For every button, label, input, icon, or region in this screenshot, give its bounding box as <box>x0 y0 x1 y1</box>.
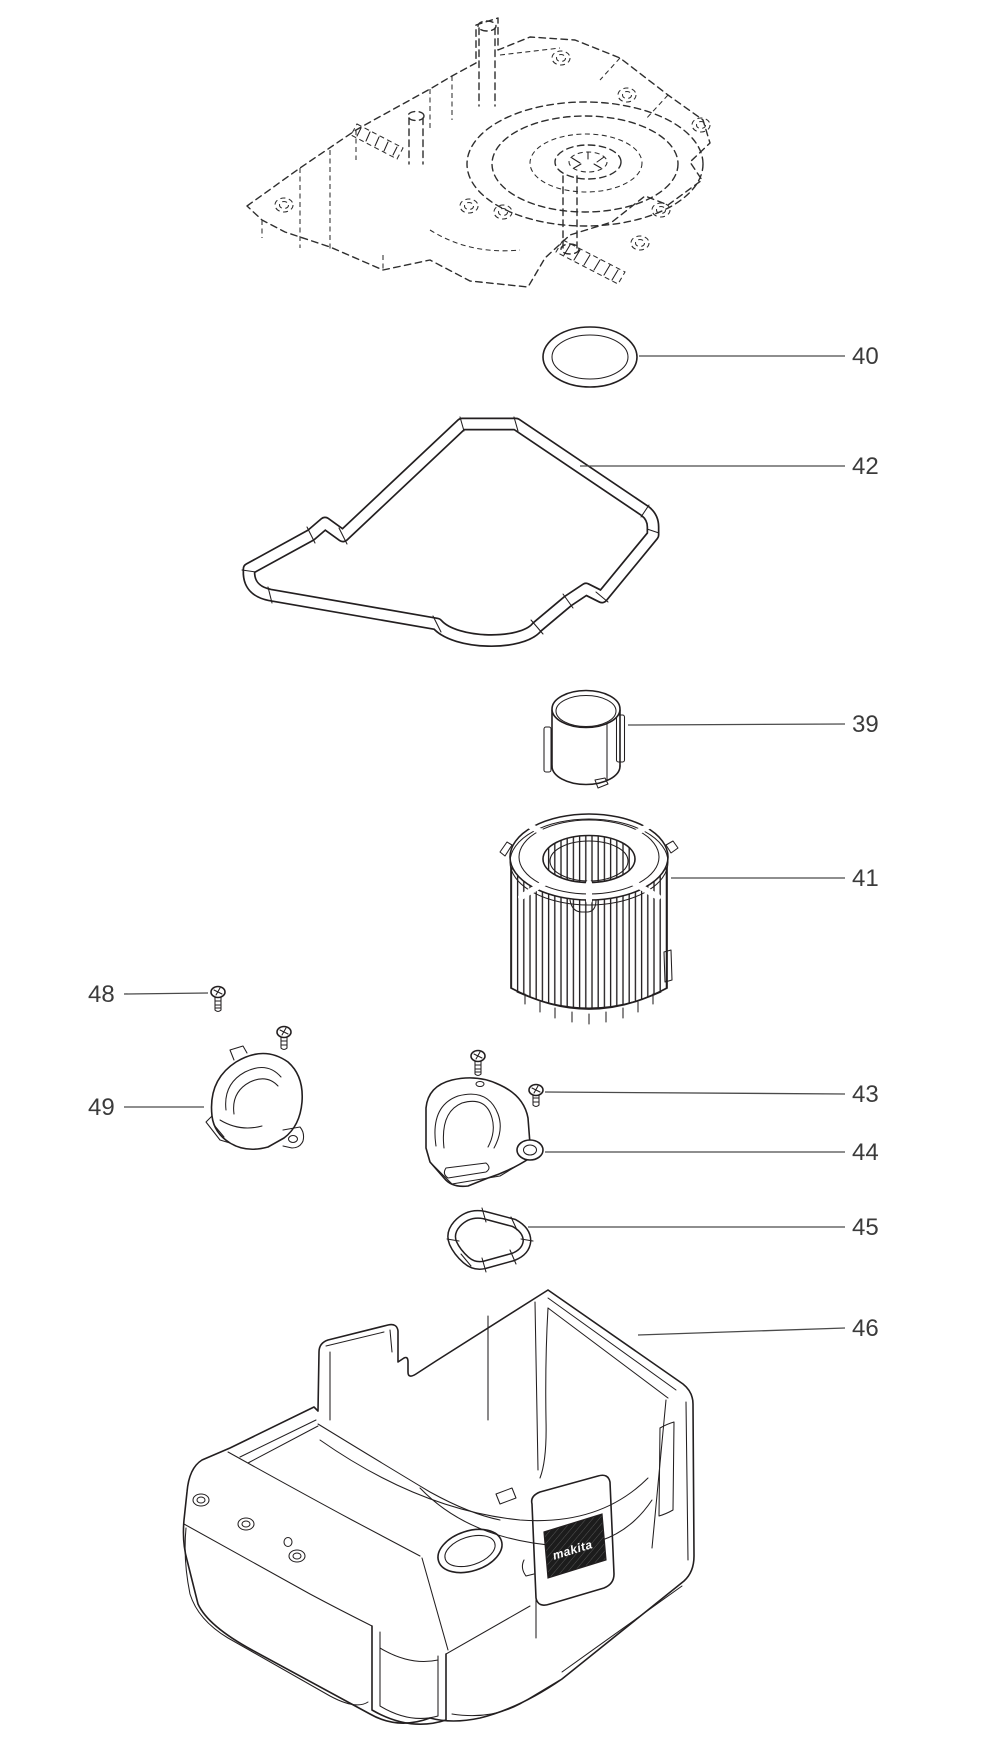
part-label-44: 44 <box>852 1139 879 1166</box>
callouts: 40 42 39 41 48 49 43 44 <box>88 343 879 1342</box>
part-45-seal-ring <box>446 1207 534 1273</box>
part-label-42: 42 <box>852 453 879 480</box>
callout-41: 41 <box>671 865 879 892</box>
part-42-gasket <box>241 416 660 648</box>
part-43-screws <box>470 1049 544 1108</box>
part-49-clamp-cover <box>205 1025 305 1151</box>
filter-spokes <box>514 816 665 904</box>
callout-48: 48 <box>88 981 209 1008</box>
leader-39 <box>627 723 846 726</box>
part-44-pipe-holder <box>425 1077 544 1188</box>
part-label-40: 40 <box>852 343 879 370</box>
callout-42: 42 <box>580 453 879 480</box>
part-label-41: 41 <box>852 865 879 892</box>
callout-44: 44 <box>545 1139 879 1166</box>
part-48-screw <box>210 985 226 1013</box>
callout-39: 39 <box>627 711 879 738</box>
part-label-46: 46 <box>852 1315 879 1342</box>
part-46-dust-tank: makita <box>182 1289 695 1726</box>
leader-43 <box>544 1091 846 1095</box>
part-label-49: 49 <box>88 1094 115 1121</box>
gasket-segment-ticks <box>241 416 660 635</box>
filter-bottom-scallops <box>524 993 654 1025</box>
callout-49: 49 <box>88 1094 204 1121</box>
part-label-39: 39 <box>852 711 879 738</box>
part-label-43: 43 <box>852 1081 879 1108</box>
part-40-o-ring <box>542 326 638 388</box>
leader-46 <box>637 1327 846 1336</box>
seal-segment-ticks <box>446 1207 534 1273</box>
callout-43: 43 <box>544 1081 879 1108</box>
part-label-48: 48 <box>88 981 115 1008</box>
ghost-base-assembly <box>246 17 711 288</box>
callout-40: 40 <box>639 343 879 370</box>
part-label-45: 45 <box>852 1214 879 1241</box>
leader-48 <box>123 992 209 995</box>
callout-46: 46 <box>637 1315 879 1342</box>
part-39-cylinder <box>543 689 626 789</box>
callout-45: 45 <box>528 1214 879 1241</box>
part-41-filter <box>499 813 679 1025</box>
ghost-bosses <box>274 50 711 251</box>
